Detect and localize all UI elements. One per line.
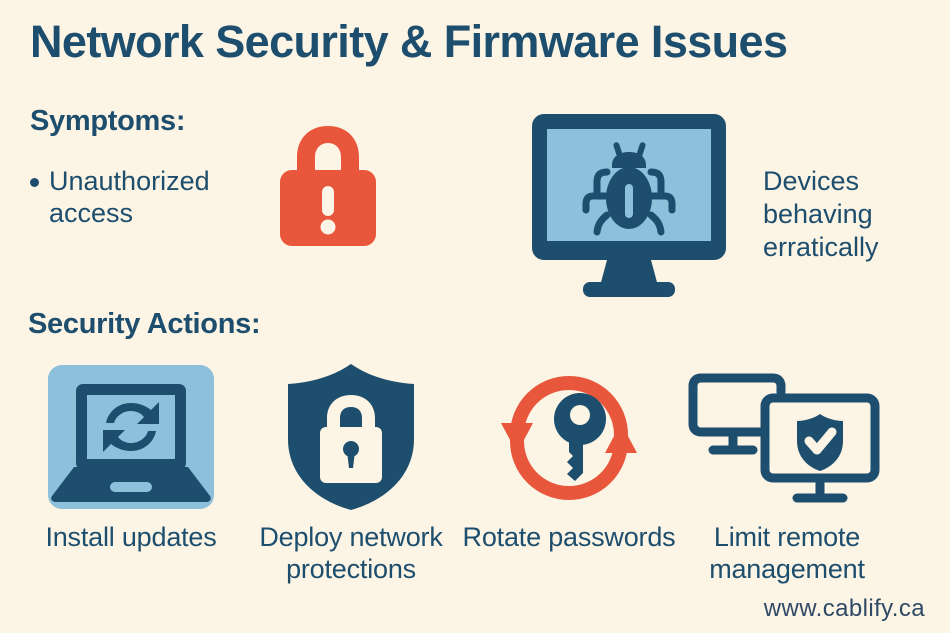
symptoms-heading: Symptoms:: [30, 105, 186, 137]
action-card-limit-remote-management: Limit remote management: [676, 362, 898, 585]
page-title: Network Security & Firmware Issues: [30, 16, 788, 67]
erratic-devices-caption: Devices behaving erratically: [763, 166, 879, 263]
security-actions-heading: Security Actions:: [28, 308, 261, 340]
action-label: Deploy network protections: [259, 522, 443, 584]
key-rotate-icon: [489, 362, 649, 512]
monitors-shield-check-icon: [687, 362, 887, 512]
watermark-url: www.cablify.ca: [763, 595, 925, 622]
action-label: Install updates: [45, 522, 217, 552]
action-card-rotate-passwords: Rotate passwords: [458, 362, 680, 554]
action-card-deploy-network-protections: Deploy network protections: [240, 362, 462, 585]
monitor-bug-icon: [527, 110, 731, 300]
action-label: Rotate passwords: [462, 522, 676, 552]
lock-alert-icon: [272, 120, 384, 248]
shield-lock-icon: [276, 362, 426, 512]
symptom-list-item: Unauthorized access: [30, 166, 280, 230]
action-label: Limit remote management: [709, 522, 865, 584]
laptop-update-icon: [38, 362, 224, 512]
bullet-dot-icon: [30, 178, 39, 187]
action-card-install-updates: Install updates: [20, 362, 242, 554]
symptom-label: Unauthorized access: [49, 166, 210, 228]
